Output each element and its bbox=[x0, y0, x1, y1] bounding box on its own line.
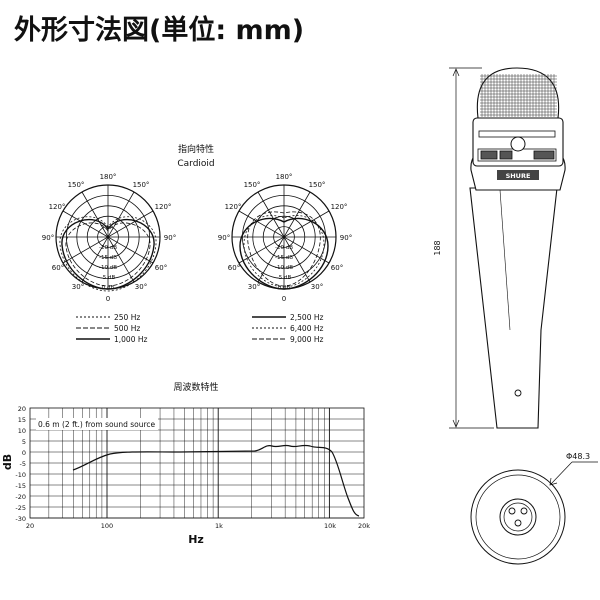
polar-right-angle-30-left: 30° bbox=[248, 283, 260, 291]
polar-left-ring-0: 0 dB bbox=[102, 285, 115, 291]
polar-legend-right bbox=[252, 316, 286, 340]
page-title: 外形寸法図(単位: mm) bbox=[14, 15, 305, 46]
polar-left-angle-60-right: 60° bbox=[155, 264, 167, 272]
polar-right-angle-90-left: 90° bbox=[218, 234, 230, 242]
polar-pattern-label: Cardioid bbox=[177, 159, 214, 169]
polar-left-angle-90-left: 90° bbox=[42, 234, 54, 242]
polar-plot-left bbox=[55, 184, 161, 292]
polar-right-ring-5: -5 dB bbox=[277, 275, 292, 281]
dimension-diameter: Φ48.3 bbox=[566, 452, 590, 461]
polar-right-angle-150-left: 150° bbox=[244, 181, 261, 189]
polar-left-angle-0: 0 bbox=[106, 295, 110, 303]
polar-right-ring-0: 0 dB bbox=[278, 285, 291, 291]
response-y-ticks: 20 15 10 5 0 -5 -10 -15 -20 -25 -30 bbox=[15, 405, 26, 523]
xtick-10k: 10k bbox=[324, 522, 336, 530]
polar-right-angle-0: 0 bbox=[282, 295, 286, 303]
polar-right-angle-150-right: 150° bbox=[309, 181, 326, 189]
polar-left-angle-30-left: 30° bbox=[72, 283, 84, 291]
polar-right-angle-120-left: 120° bbox=[225, 203, 242, 211]
ytick-10: 10 bbox=[18, 427, 26, 435]
response-heading: 周波数特性 bbox=[173, 381, 218, 393]
xtick-100: 100 bbox=[101, 522, 113, 530]
ytick-20: 20 bbox=[18, 405, 26, 413]
xlr-connector-pins bbox=[508, 507, 528, 527]
polar-left-angle-120-left: 120° bbox=[49, 203, 66, 211]
legend-250hz: 250 Hz bbox=[114, 313, 140, 322]
response-xlabel: Hz bbox=[188, 533, 204, 546]
microphone-grille bbox=[480, 74, 557, 117]
polar-right-ring-20: -20 dB bbox=[275, 245, 293, 251]
microphone-center-logo-icon bbox=[510, 136, 526, 152]
xtick-20: 20 bbox=[26, 522, 34, 530]
ytick-0: 0 bbox=[22, 449, 26, 457]
response-ylabel: dB bbox=[1, 454, 14, 470]
ytick-m25: -25 bbox=[15, 504, 26, 512]
ytick-m5: -5 bbox=[20, 460, 26, 468]
brand-label: SHURE bbox=[506, 172, 531, 180]
legend-2500hz: 2,500 Hz bbox=[290, 313, 323, 322]
polar-left-angle-150-right: 150° bbox=[133, 181, 150, 189]
polar-right-ring-10: -10 dB bbox=[275, 265, 293, 271]
polar-heading: 指向特性 bbox=[178, 143, 214, 155]
polar-legend-left bbox=[76, 316, 110, 340]
dimension-length: 188 bbox=[433, 240, 442, 255]
ytick-m20: -20 bbox=[15, 493, 26, 501]
legend-6400hz: 6,400 Hz bbox=[290, 324, 323, 333]
legend-500hz: 500 Hz bbox=[114, 324, 140, 333]
dimension-diameter-line bbox=[549, 461, 598, 486]
polar-left-ring-10: -10 dB bbox=[99, 265, 117, 271]
dimension-length-line bbox=[449, 67, 494, 429]
polar-left-angle-180: 180° bbox=[100, 173, 117, 181]
ytick-15: 15 bbox=[18, 416, 26, 424]
microphone-bottom-view bbox=[470, 469, 566, 565]
polar-right-angle-30-right: 30° bbox=[311, 283, 323, 291]
response-note: 0.6 m (2 ft.) from sound source bbox=[38, 420, 156, 429]
polar-left-ring-20: -20 dB bbox=[99, 245, 117, 251]
ytick-m30: -30 bbox=[15, 515, 26, 523]
polar-right-angle-60-right: 60° bbox=[331, 264, 343, 272]
xtick-1k: 1k bbox=[215, 522, 223, 530]
polar-right-angle-180: 180° bbox=[276, 173, 293, 181]
polar-left-angle-30-right: 30° bbox=[135, 283, 147, 291]
polar-right-ring-15: -15 dB bbox=[275, 255, 293, 261]
response-x-ticks: 20 100 1k 10k 20k bbox=[26, 522, 370, 530]
response-note-bg bbox=[36, 418, 158, 430]
polar-left-angle-90-right: 90° bbox=[164, 234, 176, 242]
polar-left-ring-5: -5 dB bbox=[101, 275, 116, 281]
legend-1000hz: 1,000 Hz bbox=[114, 335, 147, 344]
polar-left-ring-15: -15 dB bbox=[99, 255, 117, 261]
microphone-band-slots bbox=[477, 130, 557, 162]
polar-plot-right bbox=[231, 184, 337, 290]
polar-right-angle-90-right: 90° bbox=[340, 234, 352, 242]
xtick-20k: 20k bbox=[358, 522, 370, 530]
polar-left-angle-60-left: 60° bbox=[52, 264, 64, 272]
ytick-5: 5 bbox=[22, 438, 26, 446]
polar-left-angle-150-left: 150° bbox=[68, 181, 85, 189]
brand-plate bbox=[497, 170, 539, 180]
legend-9000hz: 9,000 Hz bbox=[290, 335, 323, 344]
polar-left-angle-120-right: 120° bbox=[155, 203, 172, 211]
ytick-m10: -10 bbox=[15, 471, 26, 479]
ytick-m15: -15 bbox=[15, 482, 26, 490]
polar-right-angle-60-left: 60° bbox=[228, 264, 240, 272]
response-curve bbox=[72, 444, 360, 517]
polar-right-angle-120-right: 120° bbox=[331, 203, 348, 211]
microphone-side-view bbox=[469, 67, 566, 429]
